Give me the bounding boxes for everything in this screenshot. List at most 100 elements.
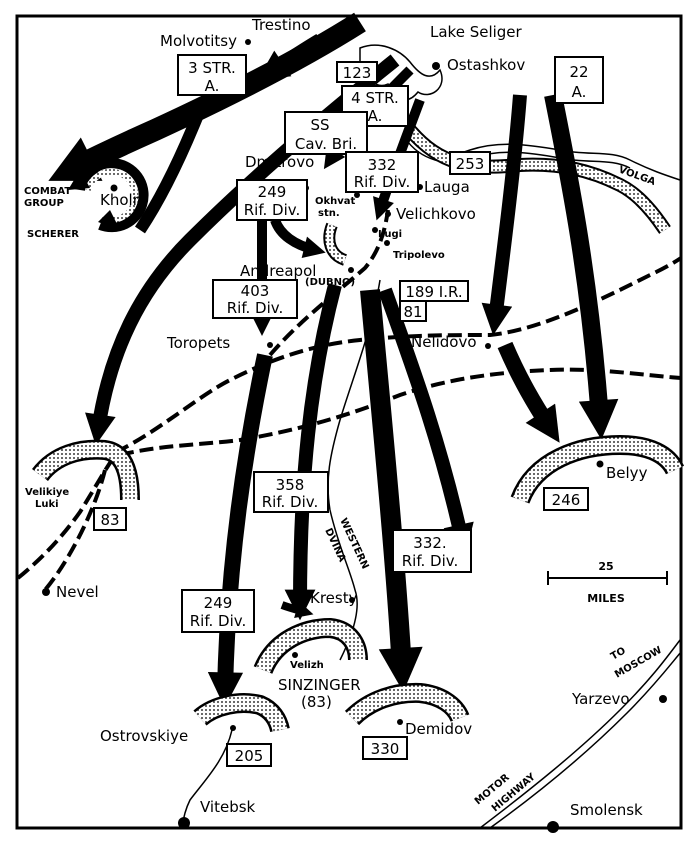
demidov-arc xyxy=(344,682,470,726)
svg-text:Rif. Div.: Rif. Div. xyxy=(354,173,411,191)
svg-text:A.: A. xyxy=(572,83,587,101)
label-sinzinger-num: (83) xyxy=(301,693,332,711)
label-luki: Luki xyxy=(35,499,59,510)
label-okhvat-stn: stn. xyxy=(318,208,340,219)
label-tripolevo: Tripolevo xyxy=(393,250,445,261)
label-demidov: Demidov xyxy=(405,720,472,738)
belyy-arc xyxy=(510,434,685,505)
soviet-unit-332-rif-div-south: 332. Rif. Div. xyxy=(392,529,472,573)
soviet-unit-249-rif-div-north: 249 Rif. Div. xyxy=(236,179,308,221)
soviet-unit-358-rif-div: 358 Rif. Div. xyxy=(253,471,329,513)
svg-text:A.: A. xyxy=(368,107,383,125)
scale-bar: 25 MILES xyxy=(547,560,668,605)
label-belyy: Belyy xyxy=(606,464,648,482)
soviet-unit-ss-cav-bri: SS Cav. Bri. xyxy=(284,111,368,155)
german-unit-246: 246 xyxy=(543,487,589,511)
svg-text:246: 246 xyxy=(552,491,581,509)
svg-text:22: 22 xyxy=(569,63,588,81)
svg-text:A.: A. xyxy=(205,77,220,95)
label-ostashkov: Ostashkov xyxy=(447,56,525,74)
svg-text:330: 330 xyxy=(371,740,400,758)
kholm-dot xyxy=(110,184,118,192)
svg-text:332: 332 xyxy=(368,156,397,174)
railway-north xyxy=(268,209,390,357)
okhvat-pocket xyxy=(323,222,348,266)
kholm-pocket xyxy=(68,158,149,233)
svg-text:332.: 332. xyxy=(413,534,446,552)
label-to: TO xyxy=(609,645,628,662)
arrow-249-ostrovskiye xyxy=(207,353,273,708)
label-kresty: Kresty xyxy=(310,589,358,607)
svg-text:SS: SS xyxy=(310,116,329,134)
railway-second xyxy=(119,367,682,457)
label-okhvat: Okhvat xyxy=(315,196,356,207)
soviet-unit-22-a: 22 A. xyxy=(554,56,604,104)
svg-text:249: 249 xyxy=(204,594,233,612)
german-unit-205: 205 xyxy=(226,743,272,767)
german-unit-253: 253 xyxy=(449,151,491,175)
svg-text:358: 358 xyxy=(276,476,305,494)
motor-highway xyxy=(479,639,681,829)
arrow-22a-belyy xyxy=(544,93,619,440)
soviet-unit-403-rif-div: 403 Rif. Div. xyxy=(212,279,298,319)
label-nevel: Nevel xyxy=(56,583,99,601)
soviet-unit-3-str-a: 3 STR. A. xyxy=(177,54,247,96)
arrow-nelidovo-belyy xyxy=(497,341,560,443)
svg-text:253: 253 xyxy=(456,155,485,173)
german-unit-83: 83 xyxy=(93,507,127,531)
velizh-arc xyxy=(253,617,368,675)
label-velizh: Velizh xyxy=(290,660,324,671)
svg-text:Rif. Div.: Rif. Div. xyxy=(244,201,301,219)
label-trestino: Trestino xyxy=(251,16,311,34)
label-vitebsk: Vitebsk xyxy=(200,798,256,816)
label-sinzinger: SINZINGER xyxy=(278,676,361,694)
label-lugi: Lugi xyxy=(378,229,402,240)
label-lauga: Lauga xyxy=(424,178,470,196)
label-dubno: (DUBNO) xyxy=(305,277,355,288)
label-lake-seliger: Lake Seliger xyxy=(430,23,523,41)
soviet-unit-249-rif-div-south: 249 Rif. Div. xyxy=(181,589,255,633)
arrow-kholm-south xyxy=(135,107,206,234)
arrow-kresty-small xyxy=(280,601,314,619)
town-markers xyxy=(42,39,667,833)
soviet-unit-332-rif-div-north: 332 Rif. Div. xyxy=(345,151,419,193)
arrow-358-kresty xyxy=(284,283,342,621)
svg-text:205: 205 xyxy=(235,747,264,765)
svg-text:3 STR.: 3 STR. xyxy=(188,59,236,77)
german-unit-123: 123 xyxy=(336,61,378,83)
scale-value: 25 xyxy=(598,560,613,573)
arrow-249-andreapol xyxy=(270,218,326,258)
svg-text:403: 403 xyxy=(241,282,270,300)
railway-main xyxy=(16,256,683,580)
label-andreapol: Andreapol xyxy=(240,262,316,280)
scale-unit: MILES xyxy=(587,592,625,605)
german-unit-330: 330 xyxy=(362,736,408,760)
svg-text:Rif. Div.: Rif. Div. xyxy=(190,612,247,630)
svg-text:4 STR.: 4 STR. xyxy=(351,89,399,107)
label-western: WESTERN xyxy=(337,517,370,571)
svg-text:249: 249 xyxy=(258,183,287,201)
label-group: GROUP xyxy=(24,198,64,209)
svg-text:81: 81 xyxy=(403,303,422,321)
svg-text:Cav. Bri.: Cav. Bri. xyxy=(295,135,357,153)
label-scherer: SCHERER xyxy=(27,229,79,240)
label-kholm: Kholm xyxy=(100,191,147,209)
svg-text:Rif. Div.: Rif. Div. xyxy=(227,299,284,317)
label-velikiye: Velikiye xyxy=(25,487,69,498)
velikiye-luki-arc xyxy=(32,439,140,501)
arrow-demidov xyxy=(360,289,423,692)
arrow-332-east xyxy=(378,287,474,556)
ostrovskiye-arc xyxy=(193,693,290,733)
label-molvotitsy: Molvotitsy xyxy=(160,32,237,50)
label-nelidovo: Nelidovo xyxy=(411,333,477,351)
label-smolensk: Smolensk xyxy=(570,801,643,819)
arrow-22a-nelidovo xyxy=(481,94,527,336)
svg-text:Rif. Div.: Rif. Div. xyxy=(262,493,319,511)
label-combat: COMBAT xyxy=(24,186,71,197)
soviet-unit-4-str-a: 4 STR. A. xyxy=(341,85,409,127)
soviet-unit-189-ir: 189 I.R. 81 xyxy=(399,280,469,322)
svg-text:189 I.R.: 189 I.R. xyxy=(405,283,462,301)
svg-text:Rif. Div.: Rif. Div. xyxy=(402,552,459,570)
label-velichkovo: Velichkovo xyxy=(396,205,476,223)
